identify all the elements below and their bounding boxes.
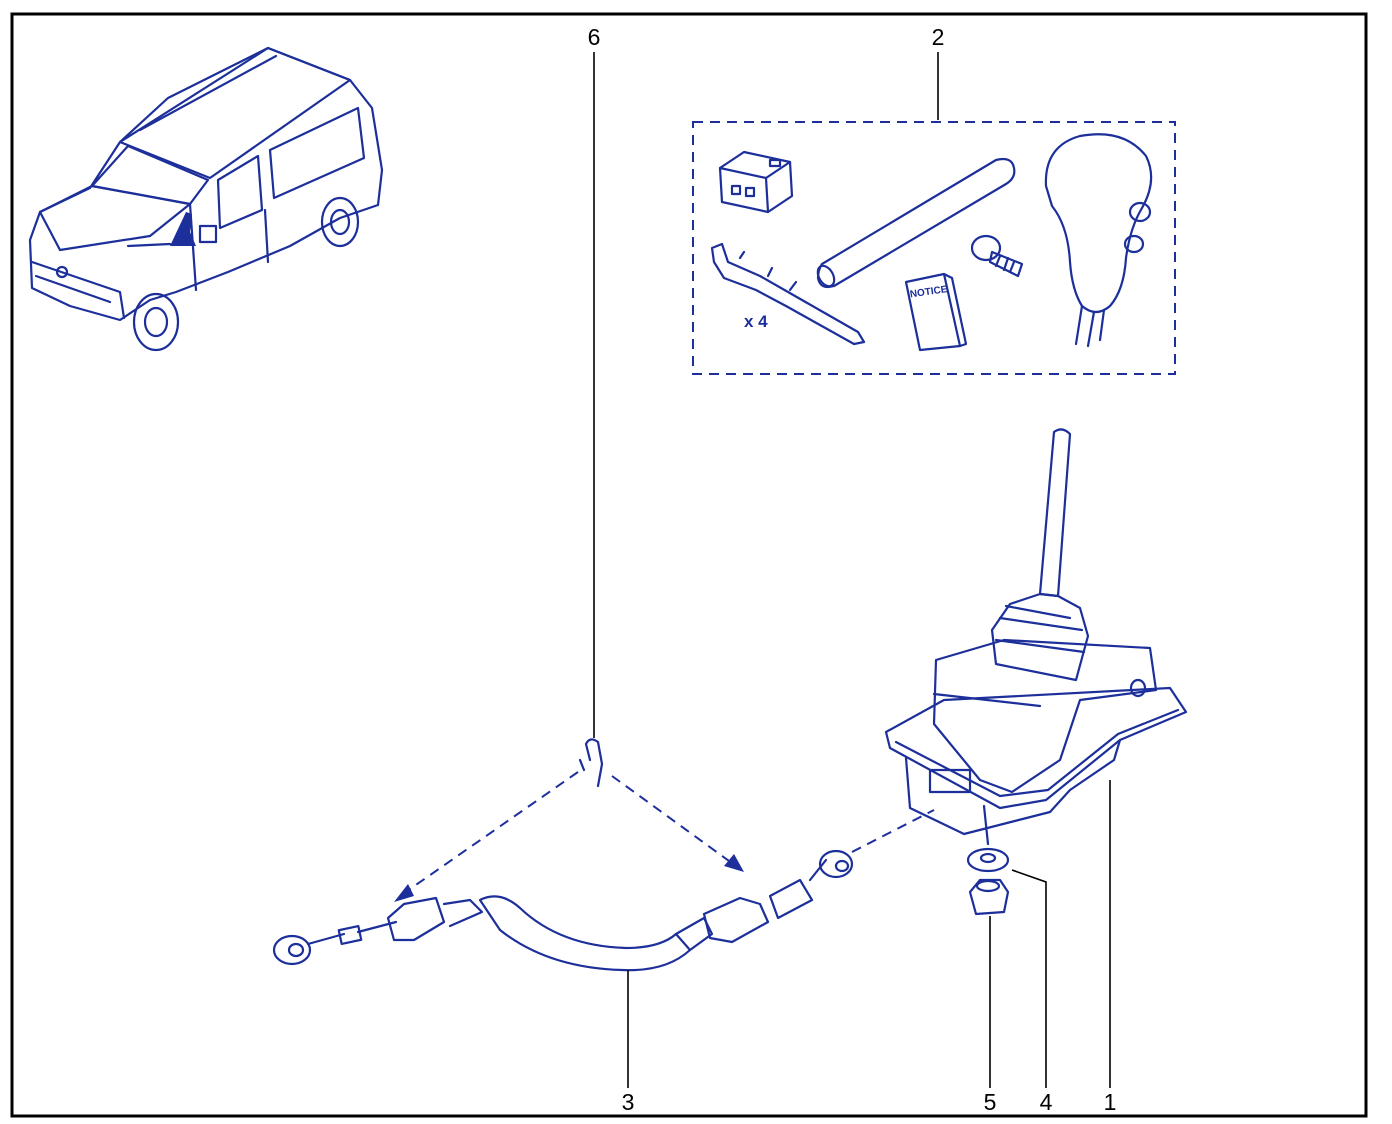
quantity-label: x 4 bbox=[744, 312, 768, 331]
gear-cable bbox=[272, 849, 854, 972]
notice-booklet-icon: NOTICE bbox=[904, 272, 968, 352]
callout-labels: 6 2 3 5 4 1 bbox=[588, 24, 1117, 1115]
connector-icon bbox=[718, 150, 794, 214]
callout-6: 6 bbox=[588, 24, 601, 50]
vehicle-illustration bbox=[28, 46, 384, 352]
assembly-guides bbox=[394, 771, 935, 902]
frame-border bbox=[10, 12, 1368, 1118]
callout-3: 3 bbox=[622, 1089, 635, 1115]
nut-icon bbox=[968, 878, 1010, 916]
terminal-pin-icon bbox=[710, 242, 866, 346]
callout-1: 1 bbox=[1104, 1089, 1117, 1115]
callout-4: 4 bbox=[1040, 1089, 1053, 1115]
retaining-clip-icon bbox=[578, 738, 604, 788]
callout-5: 5 bbox=[984, 1089, 997, 1115]
screw-icon bbox=[970, 234, 1024, 278]
callout-2: 2 bbox=[932, 24, 945, 50]
kit-contents: x 4 NOTICE bbox=[692, 121, 1176, 375]
notice-label: NOTICE bbox=[909, 284, 948, 300]
sleeve-tube-icon bbox=[816, 157, 1016, 289]
gear-shifter-assembly bbox=[884, 428, 1188, 846]
washer-icon bbox=[966, 847, 1010, 873]
kit-dashed-box bbox=[692, 121, 1176, 375]
gear-knob-icon bbox=[1044, 133, 1153, 348]
leader-lines bbox=[593, 52, 1111, 1088]
